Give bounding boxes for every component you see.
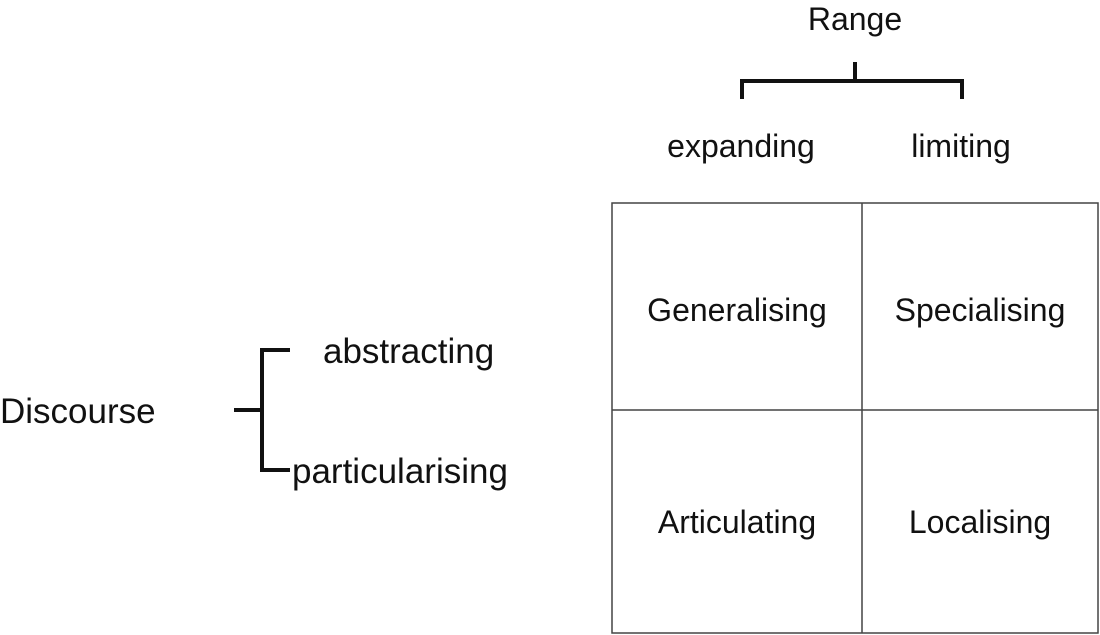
cell-specialising: Specialising bbox=[895, 292, 1066, 328]
range-title: Range bbox=[808, 1, 902, 37]
discourse-option-abstracting: abstracting bbox=[323, 332, 494, 371]
discourse-title: Discourse bbox=[0, 392, 156, 431]
cell-articulating: Articulating bbox=[658, 504, 816, 540]
matrix-grid bbox=[611, 202, 1099, 634]
discourse-option-particularising: particularising bbox=[292, 452, 508, 491]
range-option-limiting: limiting bbox=[911, 128, 1011, 164]
cell-generalising: Generalising bbox=[647, 292, 827, 328]
cell-localising: Localising bbox=[909, 504, 1051, 540]
range-bracket bbox=[740, 62, 964, 99]
discourse-bracket bbox=[234, 348, 290, 472]
range-option-expanding: expanding bbox=[667, 128, 815, 164]
